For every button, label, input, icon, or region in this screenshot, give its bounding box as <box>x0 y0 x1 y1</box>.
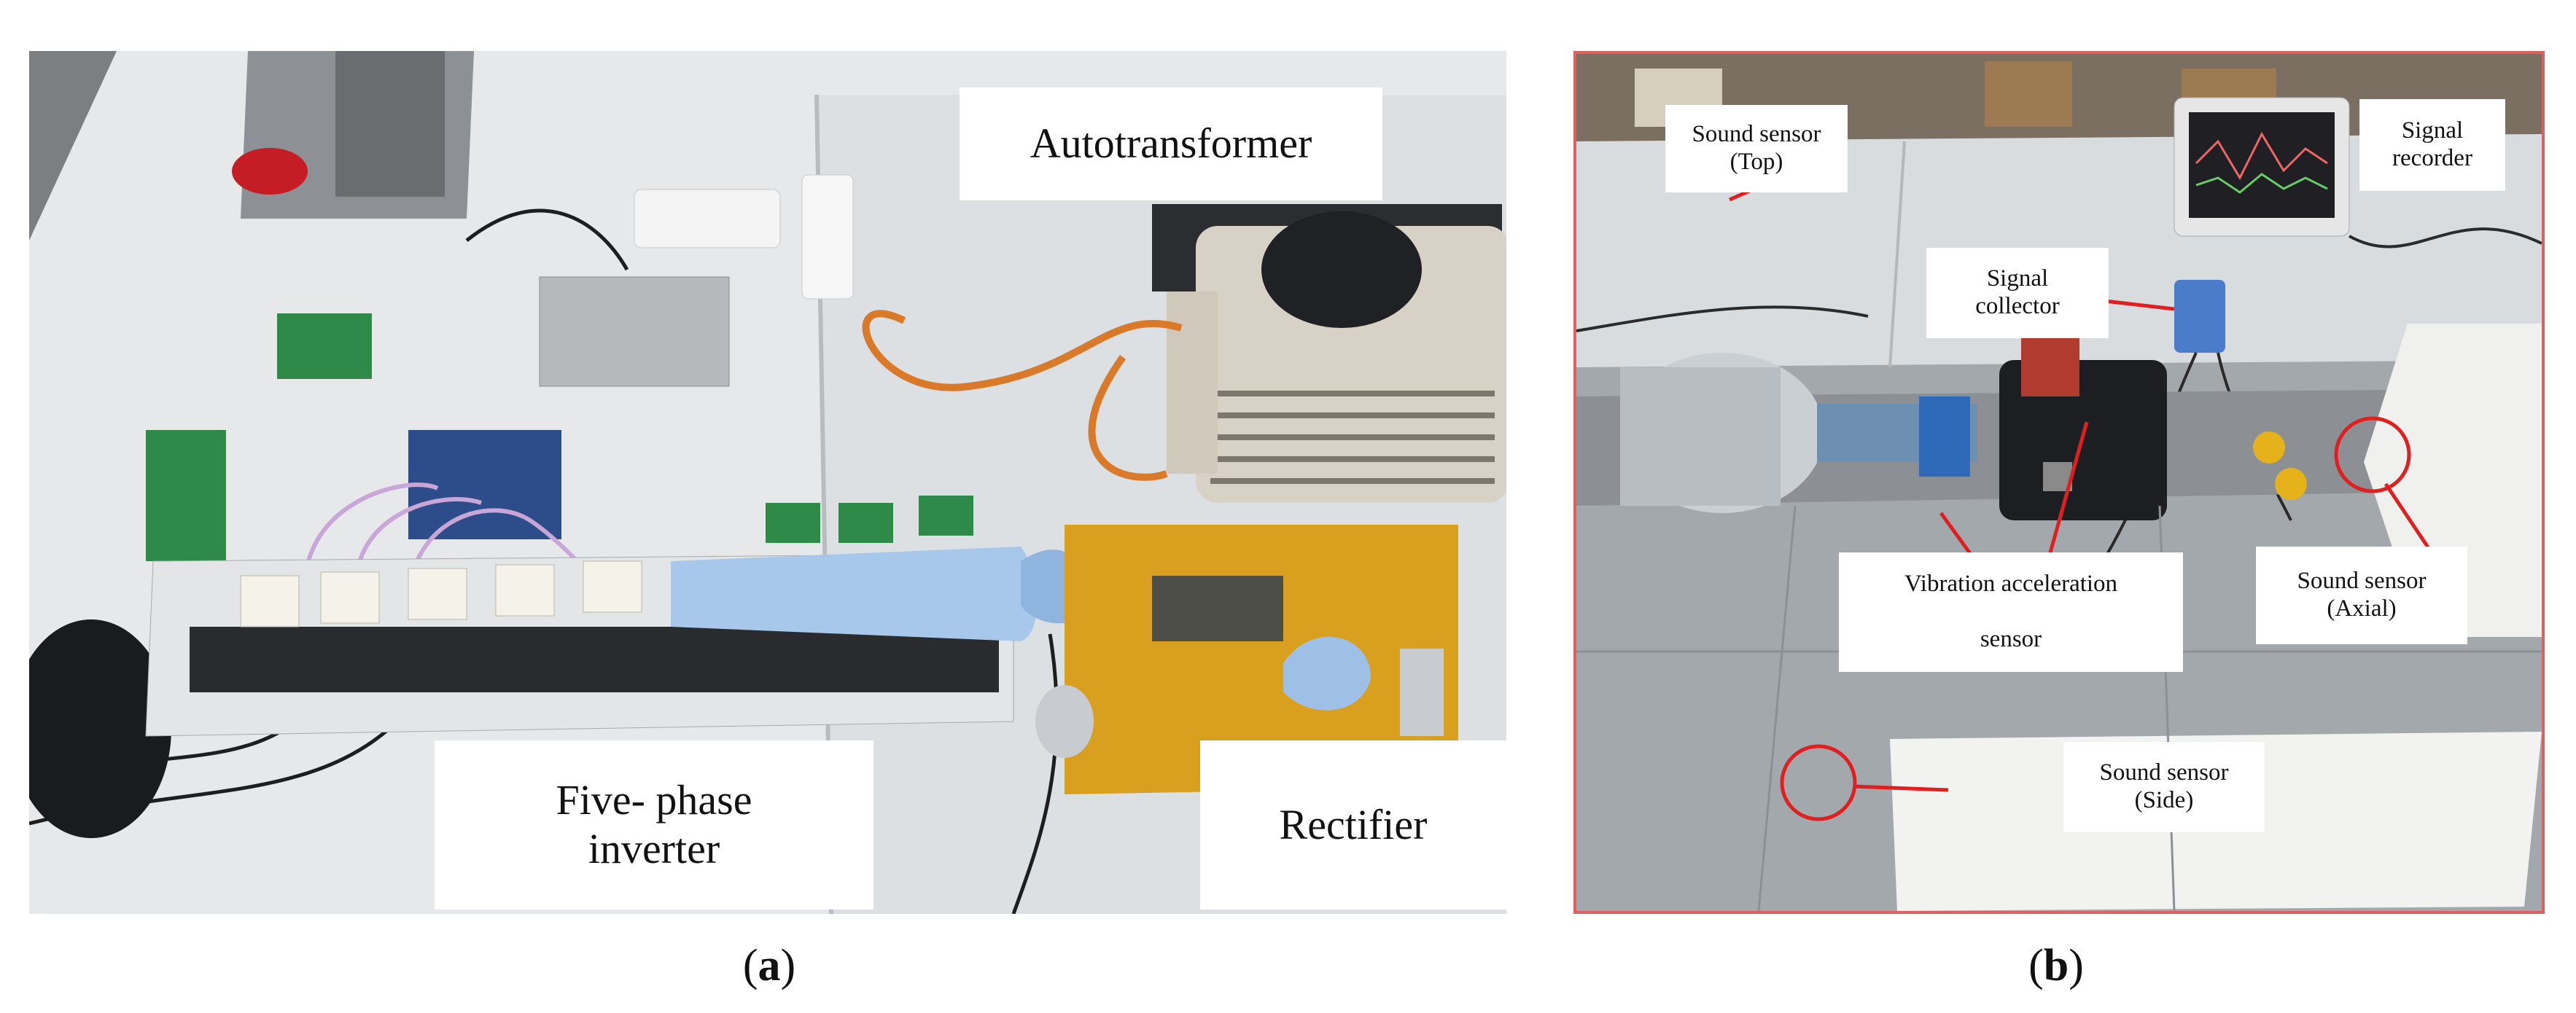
signal-collector-label: Signal collector <box>1926 248 2109 338</box>
autotransformer-label: Autotransformer <box>960 87 1382 200</box>
caption-a: (a) <box>742 941 796 990</box>
sound-sensor-axial-label: Sound sensor (Axial) <box>2256 547 2467 644</box>
photo-panel-b: Sound sensor (Top) Signal recorder Signa… <box>1573 51 2545 914</box>
vibration-sensor-label: Vibration acceleration sensor <box>1839 552 2183 672</box>
caption-b: (b) <box>2028 941 2084 990</box>
caption-a-letter: a <box>758 941 781 990</box>
caption-b-letter: b <box>2043 941 2069 990</box>
rectifier-label: Rectifier <box>1200 740 1506 910</box>
signal-recorder-label: Signal recorder <box>2359 99 2505 191</box>
sound-sensor-top-label: Sound sensor (Top) <box>1665 105 1848 192</box>
sound-sensor-side-label: Sound sensor (Side) <box>2063 742 2265 832</box>
photo-panel-a: Autotransformer Five- phase inverter Rec… <box>29 51 1506 914</box>
five-phase-inverter-label: Five- phase inverter <box>435 740 873 910</box>
